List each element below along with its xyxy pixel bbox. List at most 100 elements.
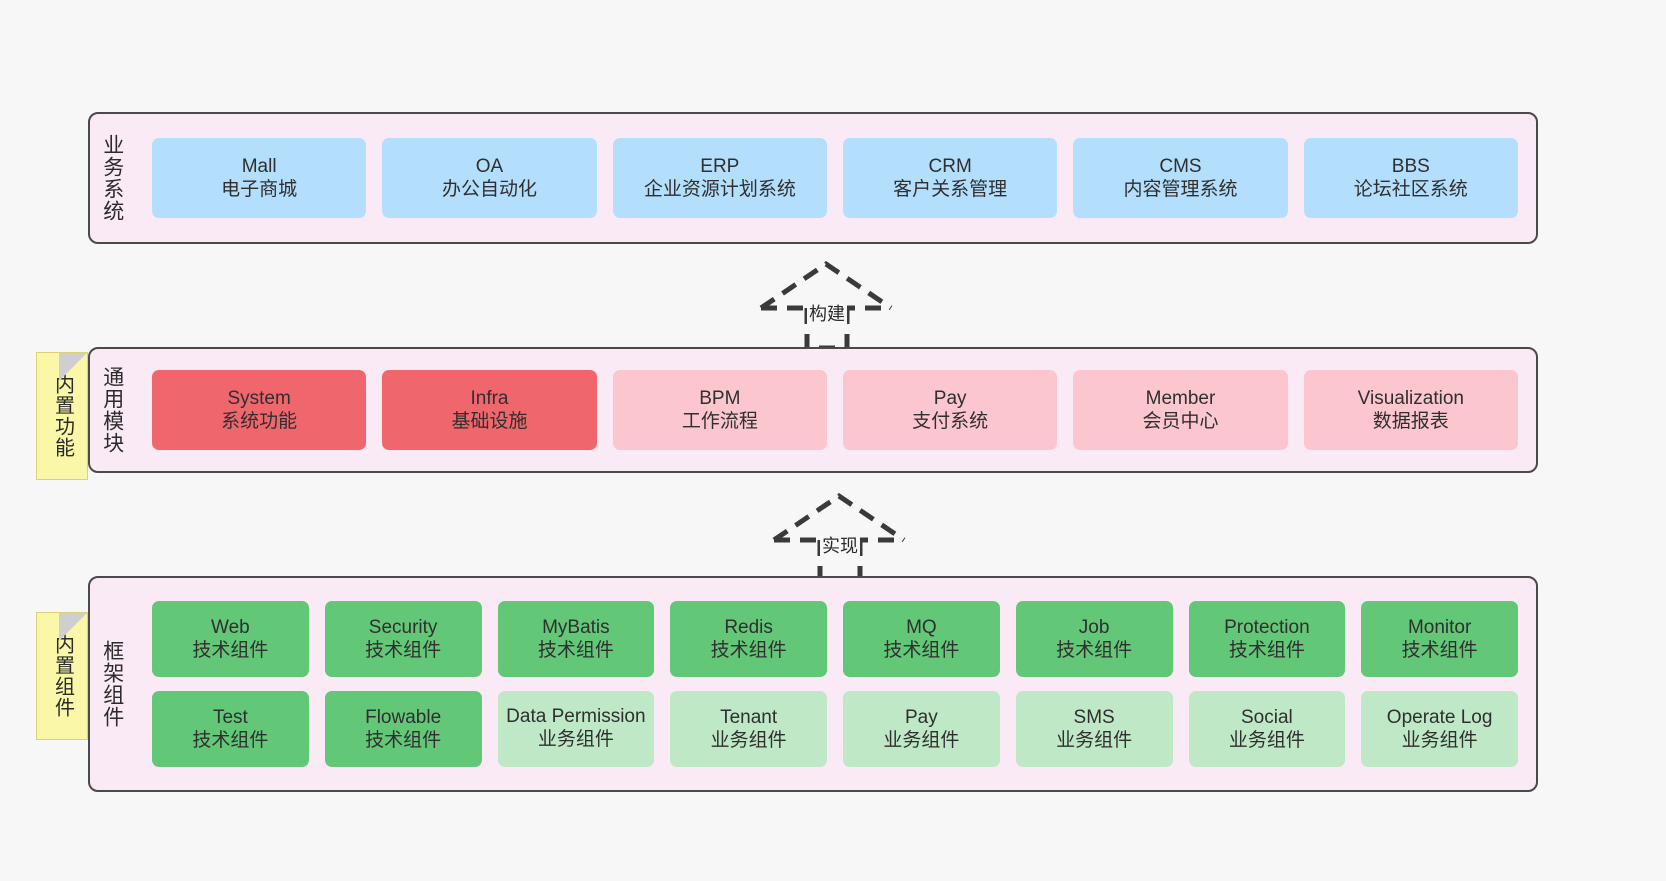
node-cell: Infra 基础设施: [374, 370, 604, 450]
node-cell: Pay 支付系统: [835, 370, 1065, 450]
node-test[interactable]: Test 技术组件: [152, 691, 309, 767]
node-title: Redis: [724, 616, 773, 638]
node-cms[interactable]: CMS 内容管理系统: [1073, 138, 1288, 218]
node-cell: CRM 客户关系管理: [835, 138, 1065, 218]
node-cell: Protection 技术组件: [1181, 601, 1354, 677]
node-subtitle: 技术组件: [710, 640, 787, 661]
node-title: Test: [212, 706, 248, 728]
node-data-permission[interactable]: Data Permission 业务组件: [497, 691, 655, 767]
node-oa[interactable]: OA 办公自动化: [382, 138, 597, 218]
node-cell: OA 办公自动化: [374, 138, 604, 218]
node-subtitle: 企业资源计划系统: [643, 179, 796, 200]
layer-business-systems-body: Mall 电子商城 OA 办公自动化 ERP 企业资源计划系统: [134, 114, 1536, 242]
node-cell: Social 业务组件: [1181, 691, 1354, 767]
node-subtitle: 业务组件: [710, 730, 787, 751]
node-job[interactable]: Job 技术组件: [1015, 601, 1173, 677]
node-subtitle: 会员中心: [1142, 411, 1219, 432]
layer-framework-components-title: 框架组件: [100, 640, 124, 728]
node-title: Member: [1145, 387, 1216, 409]
node-cell: Job 技术组件: [1008, 601, 1181, 677]
node-subtitle: 客户关系管理: [893, 179, 1008, 200]
node-title: CMS: [1159, 155, 1202, 177]
framework-row-2: Test 技术组件 Flowable 技术组件 Data Permission: [144, 691, 1526, 767]
node-subtitle: 技术组件: [883, 640, 960, 661]
node-title: Pay: [933, 387, 967, 409]
node-title: Security: [368, 616, 438, 638]
node-security[interactable]: Security 技术组件: [324, 601, 482, 677]
layer-business-systems-title: 业务系统: [100, 134, 124, 222]
sticky-note-builtin-features: 内置功能: [36, 352, 88, 480]
node-subtitle: 技术组件: [1401, 640, 1478, 661]
node-subtitle: 技术组件: [537, 640, 614, 661]
node-tenant[interactable]: Tenant 业务组件: [670, 691, 827, 767]
node-title: MyBatis: [542, 616, 610, 638]
node-pay-component[interactable]: Pay 业务组件: [843, 691, 1000, 767]
node-redis[interactable]: Redis 技术组件: [670, 601, 827, 677]
node-infra[interactable]: Infra 基础设施: [382, 370, 597, 450]
layer-framework-components-body: Web 技术组件 Security 技术组件 MyBatis 技术组: [134, 578, 1536, 790]
node-cell: Security 技术组件: [317, 601, 490, 677]
node-subtitle: 工作流程: [681, 411, 758, 432]
node-title: MQ: [906, 616, 937, 638]
node-title: Protection: [1224, 616, 1310, 638]
node-subtitle: 技术组件: [365, 640, 442, 661]
node-crm[interactable]: CRM 客户关系管理: [842, 138, 1058, 218]
node-subtitle: 技术组件: [192, 730, 269, 751]
node-cell: ERP 企业资源计划系统: [605, 138, 835, 218]
node-cell: Monitor 技术组件: [1353, 601, 1526, 677]
node-title: Job: [1078, 616, 1110, 638]
node-title: Social: [1241, 706, 1293, 728]
node-cell: Pay 业务组件: [835, 691, 1008, 767]
framework-row-1: Web 技术组件 Security 技术组件 MyBatis 技术组: [144, 601, 1526, 677]
node-subtitle: 技术组件: [1228, 640, 1305, 661]
node-web[interactable]: Web 技术组件: [152, 601, 309, 677]
node-subtitle: 系统功能: [221, 411, 298, 432]
node-cell: Visualization 数据报表: [1296, 370, 1526, 450]
node-visualization[interactable]: Visualization 数据报表: [1303, 370, 1518, 450]
node-bbs[interactable]: BBS 论坛社区系统: [1303, 138, 1518, 218]
node-subtitle: 论坛社区系统: [1353, 179, 1468, 200]
node-title: Web: [211, 616, 250, 638]
node-title: ERP: [700, 155, 740, 177]
node-cell: Flowable 技术组件: [317, 691, 490, 767]
node-title: Infra: [470, 387, 509, 409]
node-social[interactable]: Social 业务组件: [1188, 691, 1346, 767]
node-member[interactable]: Member 会员中心: [1073, 370, 1288, 450]
node-operate-log[interactable]: Operate Log 业务组件: [1361, 691, 1518, 767]
layer-business-systems: 业务系统 Mall 电子商城 OA 办公自动化 ERP: [88, 112, 1538, 244]
node-mall[interactable]: Mall 电子商城: [152, 138, 367, 218]
node-cell: Web 技术组件: [144, 601, 317, 677]
node-pay-module[interactable]: Pay 支付系统: [842, 370, 1058, 450]
node-subtitle: 业务组件: [1401, 730, 1478, 751]
node-cell: Data Permission 业务组件: [490, 691, 663, 767]
node-cell: BBS 论坛社区系统: [1296, 138, 1526, 218]
node-subtitle: 业务组件: [537, 728, 614, 750]
node-cell: BPM 工作流程: [605, 370, 835, 450]
arrow-implement: 实现: [768, 490, 918, 583]
node-protection[interactable]: Protection 技术组件: [1188, 601, 1346, 677]
node-title: System: [227, 387, 291, 409]
node-erp[interactable]: ERP 企业资源计划系统: [612, 138, 827, 218]
node-monitor[interactable]: Monitor 技术组件: [1361, 601, 1518, 677]
node-mybatis[interactable]: MyBatis 技术组件: [497, 601, 655, 677]
node-mq[interactable]: MQ 技术组件: [843, 601, 1000, 677]
node-subtitle: 内容管理系统: [1123, 179, 1238, 200]
node-subtitle: 技术组件: [192, 640, 269, 661]
node-bpm[interactable]: BPM 工作流程: [612, 370, 827, 450]
node-title: Pay: [905, 706, 938, 728]
layer-common-modules-title: 通用模块: [100, 366, 124, 454]
node-title: Operate Log: [1386, 706, 1493, 728]
node-sms[interactable]: SMS 业务组件: [1015, 691, 1173, 767]
node-cell: Mall 电子商城: [144, 138, 374, 218]
node-cell: System 系统功能: [144, 370, 374, 450]
layer-common-modules: 通用模块 System 系统功能 Infra 基础设施: [88, 347, 1538, 473]
arrow-build-label: 构建: [807, 300, 847, 326]
node-system[interactable]: System 系统功能: [152, 370, 367, 450]
sticky-note-label: 内置组件: [51, 634, 74, 718]
arrow-build: 构建: [755, 258, 905, 351]
node-subtitle: 基础设施: [451, 411, 528, 432]
layer-common-modules-body: System 系统功能 Infra 基础设施 BPM 工作流程: [134, 349, 1536, 471]
arrow-implement-label: 实现: [820, 532, 860, 558]
node-flowable[interactable]: Flowable 技术组件: [324, 691, 482, 767]
node-title: OA: [475, 155, 504, 177]
